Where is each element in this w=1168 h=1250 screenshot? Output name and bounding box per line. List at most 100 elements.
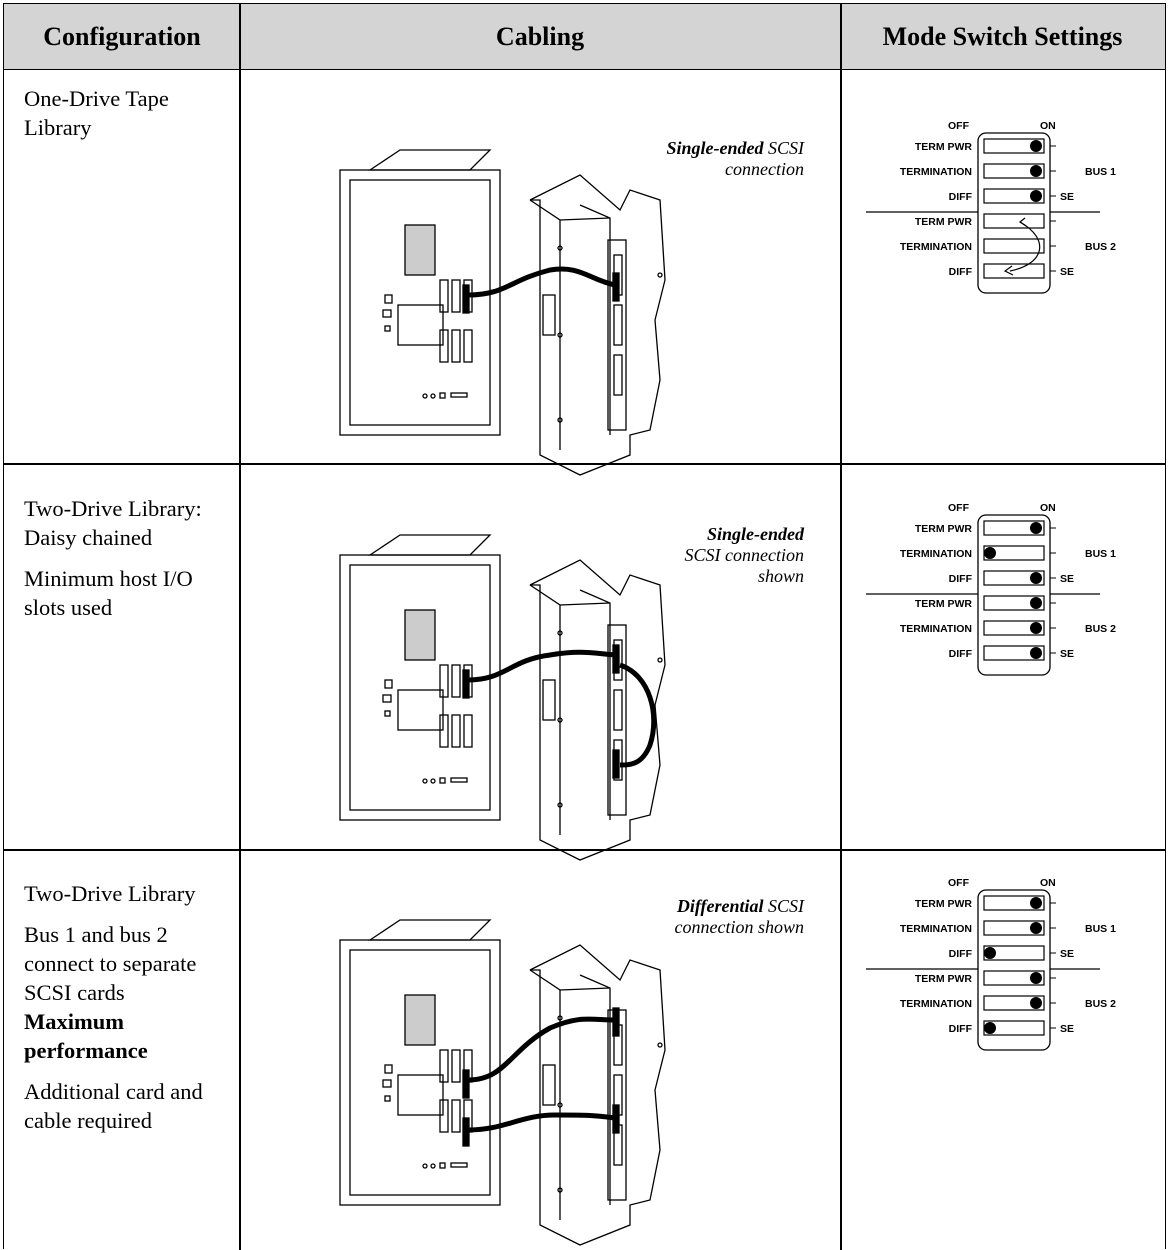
se-label: SE [1060,1023,1074,1035]
se-label: SE [1060,948,1074,960]
switch-slot [983,970,1045,986]
mode-switch-3: OFF ON TERM PWR TERMINATION DIFF TERM PWR TERM… [866,877,1116,1051]
switch-housing [977,889,1051,1051]
config-text: Library [24,115,92,140]
cable-type: Single-ended [666,138,764,158]
se-label: SE [1060,266,1074,278]
switch-knob [1030,922,1042,934]
switch-slot [983,138,1045,154]
se-label: SE [1060,191,1074,203]
switch-row-label: DIFF [949,948,973,960]
config-text: cable required [24,1108,153,1133]
switch-row-label: DIFF [949,573,973,585]
tape-library [529,174,666,476]
switch-row-label: TERMINATION [900,923,972,935]
switch-row-label: DIFF [949,266,973,278]
cabling-illustration-1 [339,149,666,476]
column-divider [840,4,842,1250]
switch-slot [983,645,1045,661]
switch-knob [1030,897,1042,909]
switch-row-label: TERMINATION [900,623,972,635]
config-text-bold: Maximum [24,1009,124,1034]
se-label: SE [1060,648,1074,660]
config-text: Minimum host I/O [24,566,193,591]
switch-slot [983,520,1045,536]
switch-knob [984,1022,996,1034]
switch-knob [1030,165,1042,177]
header-cabling: Cabling [495,22,585,51]
switch-slot [983,188,1045,204]
switch-row-label: TERMINATION [900,241,972,253]
cable-type: Differential [676,896,764,916]
cable-type: Single-ended [707,524,804,544]
switch-knob [1030,647,1042,659]
switch-row-label: TERM PWR [915,523,973,535]
row-2-configuration: Two-Drive Library: Daisy chained Minimum … [24,494,224,634]
switch-slot [983,595,1045,611]
config-text: Daisy chained [24,525,153,550]
switch-row-label: TERMINATION [900,166,972,178]
switch-knob [984,947,996,959]
config-text: One-Drive Tape [24,86,169,111]
bus1-label: BUS 1 [1085,548,1116,560]
switch-row-label: DIFF [949,1023,973,1035]
switch-knob [1030,572,1042,584]
switch-row-label: TERM PWR [915,973,973,985]
configuration-table: Configuration Cabling Mode Switch Settin… [3,3,1166,1250]
switch-knob [984,547,996,559]
switch-housing [977,132,1051,294]
switch-slot [983,995,1045,1011]
bus2-label: BUS 2 [1085,998,1116,1010]
header-configuration: Configuration [43,22,201,51]
row-divider [4,849,1165,851]
switch-knob [1030,622,1042,634]
switch-knob [1030,140,1042,152]
host-computer [339,169,501,436]
cabling-illustration-3 [339,919,666,1246]
switch-slot [983,238,1045,254]
switch-housing [977,514,1051,676]
switch-knob [1030,190,1042,202]
switch-row-label: TERM PWR [915,898,973,910]
switch-row-label: TERMINATION [900,998,972,1010]
switch-row-label: DIFF [949,648,973,660]
cabling-illustration-2 [339,534,666,861]
switch-row-label: TERM PWR [915,216,973,228]
config-text: connect to separate [24,951,197,976]
header-mode-switch: Mode Switch Settings [882,22,1123,51]
config-text: Bus 1 and bus 2 [24,922,168,947]
switch-on-label: ON [1040,502,1056,514]
switch-slot [983,620,1045,636]
config-text: slots used [24,595,113,620]
switch-on-label: ON [1040,877,1056,889]
bus2-label: BUS 2 [1085,623,1116,635]
switch-slot [983,895,1045,911]
switch-slot [983,570,1045,586]
switch-row-label: DIFF [949,191,973,203]
table-header: Configuration Cabling Mode Switch Settin… [4,4,1165,70]
switch-knob [1030,597,1042,609]
bus1-label: BUS 1 [1085,923,1116,935]
bus1-label: BUS 1 [1085,166,1116,178]
switch-slot [983,263,1045,279]
column-divider [239,4,241,1250]
scsi-cable [467,266,616,298]
switch-slot [983,920,1045,936]
config-text: Two-Drive Library [24,881,196,906]
bus2-label: BUS 2 [1085,241,1116,253]
switch-knob [1030,522,1042,534]
switch-row-label: TERM PWR [915,141,973,153]
switch-off-label: OFF [948,877,970,889]
switch-slot [983,163,1045,179]
config-text: Additional card and [24,1079,203,1104]
config-text: Two-Drive Library: [24,496,202,521]
config-text-bold: performance [24,1038,148,1063]
host-computer-top [367,149,492,171]
arrow-icon [1009,221,1041,272]
